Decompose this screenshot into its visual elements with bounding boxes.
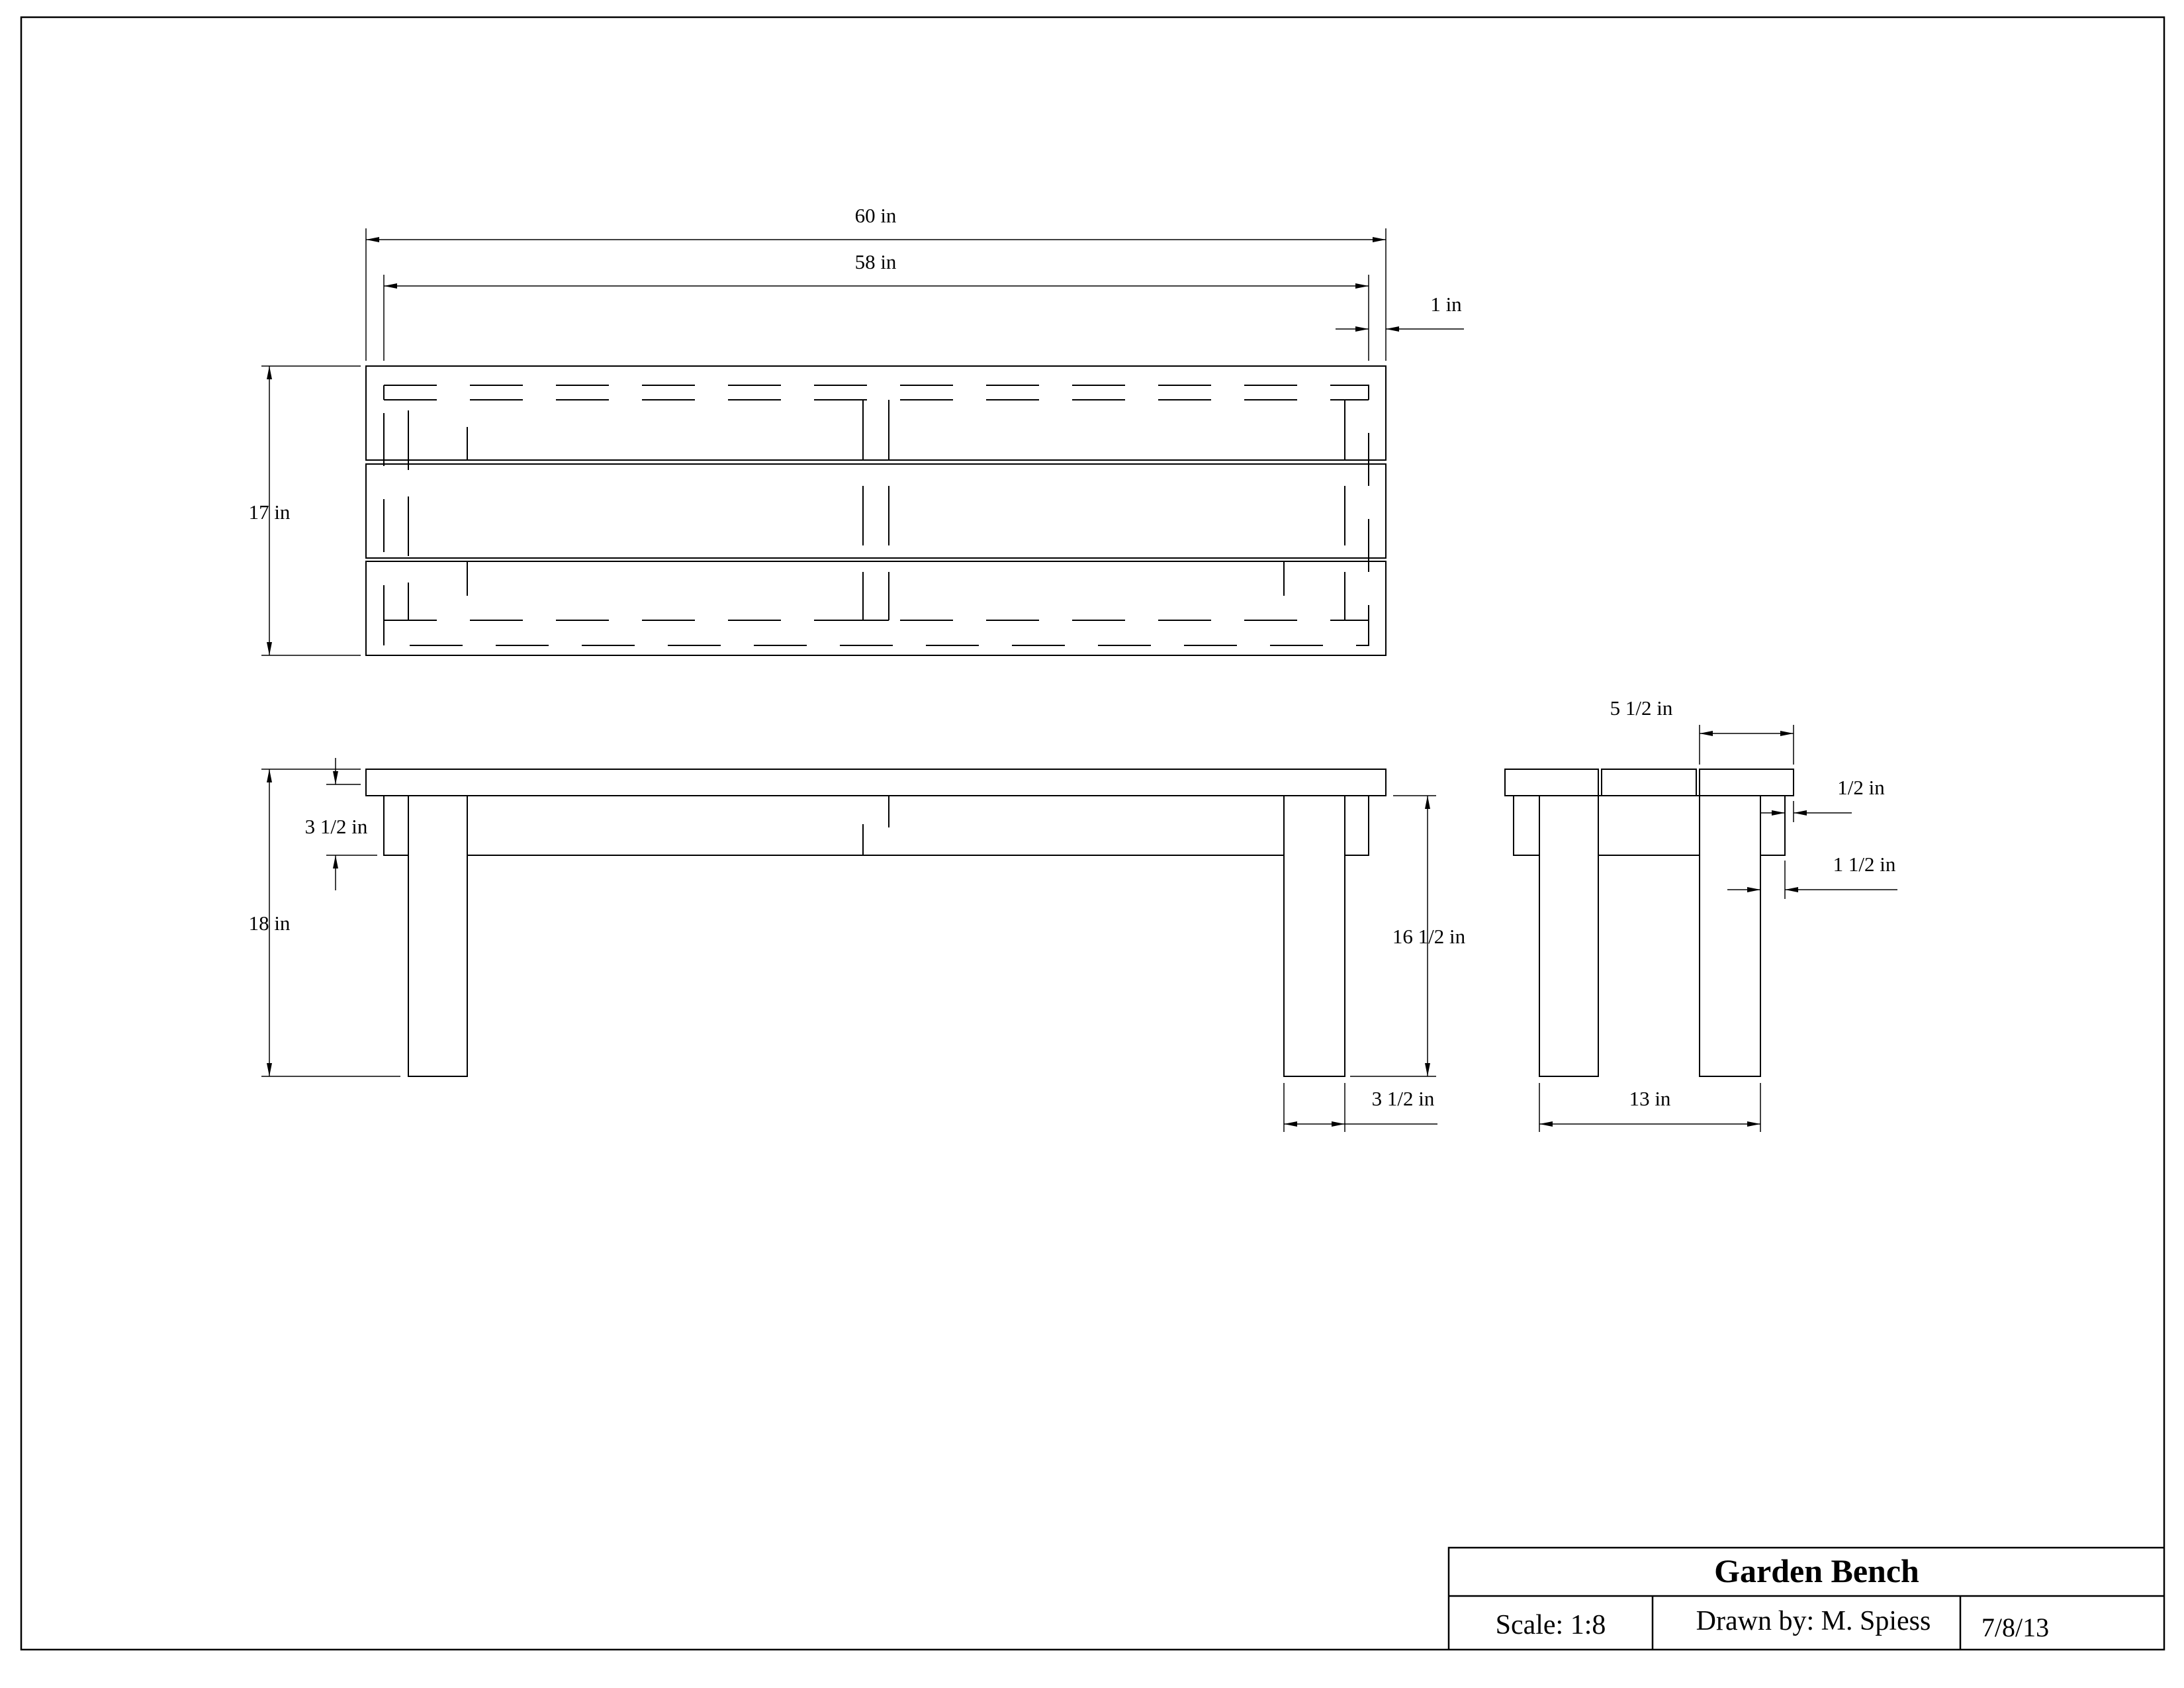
top-view-dimensions: [261, 228, 1464, 656]
label-leg-spread: 13 in: [1629, 1087, 1671, 1110]
drawn-by: Drawn by: M. Spiess: [1696, 1606, 1931, 1636]
side-leg-right: [1699, 795, 1761, 1077]
label-seat-overhang: 1/2 in: [1837, 776, 1885, 799]
label-rail-inset: 1 in: [1430, 293, 1462, 316]
front-apron: [383, 795, 1369, 856]
top-view: [365, 365, 1387, 656]
label-leg-height: 16 1/2 in: [1392, 925, 1466, 948]
side-board-1: [1504, 769, 1599, 796]
front-view: [365, 769, 1387, 1077]
drawing-scale: Scale: 1:8: [1496, 1610, 1606, 1640]
side-view-dimensions: [1539, 725, 1897, 1132]
label-board-width: 5 1/2 in: [1610, 696, 1673, 720]
label-total-height: 18 in: [249, 912, 291, 935]
sheet-border: [20, 16, 2165, 1651]
side-view: [1504, 769, 1794, 1077]
seat-board-back: [365, 365, 1387, 461]
drawing-title: Garden Bench: [1714, 1552, 1919, 1589]
left-leg: [408, 795, 468, 1077]
label-inner-length: 58 in: [855, 250, 897, 273]
center-support: [862, 796, 889, 855]
label-apron-height: 3 1/2 in: [305, 815, 368, 838]
seat-board-middle: [365, 463, 1387, 559]
side-leg-left: [1539, 795, 1599, 1077]
side-board-2: [1601, 769, 1697, 796]
label-leg-width: 3 1/2 in: [1372, 1087, 1435, 1110]
label-overall-length: 60 in: [855, 204, 897, 227]
seat-board-front: [365, 561, 1387, 656]
seat-top: [365, 769, 1387, 796]
label-seat-depth: 17 in: [249, 500, 291, 524]
hidden-center-support: [862, 400, 889, 621]
front-view-dimensions: [261, 758, 1437, 1132]
drawing-date: 7/8/13: [1981, 1613, 2049, 1642]
hidden-legs: [408, 400, 1345, 620]
label-apron-thickness: 1 1/2 in: [1833, 853, 1896, 876]
side-board-3: [1699, 769, 1794, 796]
hidden-apron: [383, 385, 1369, 646]
title-block: [1447, 1546, 2164, 1650]
side-apron: [1513, 795, 1786, 856]
right-leg: [1283, 795, 1345, 1077]
